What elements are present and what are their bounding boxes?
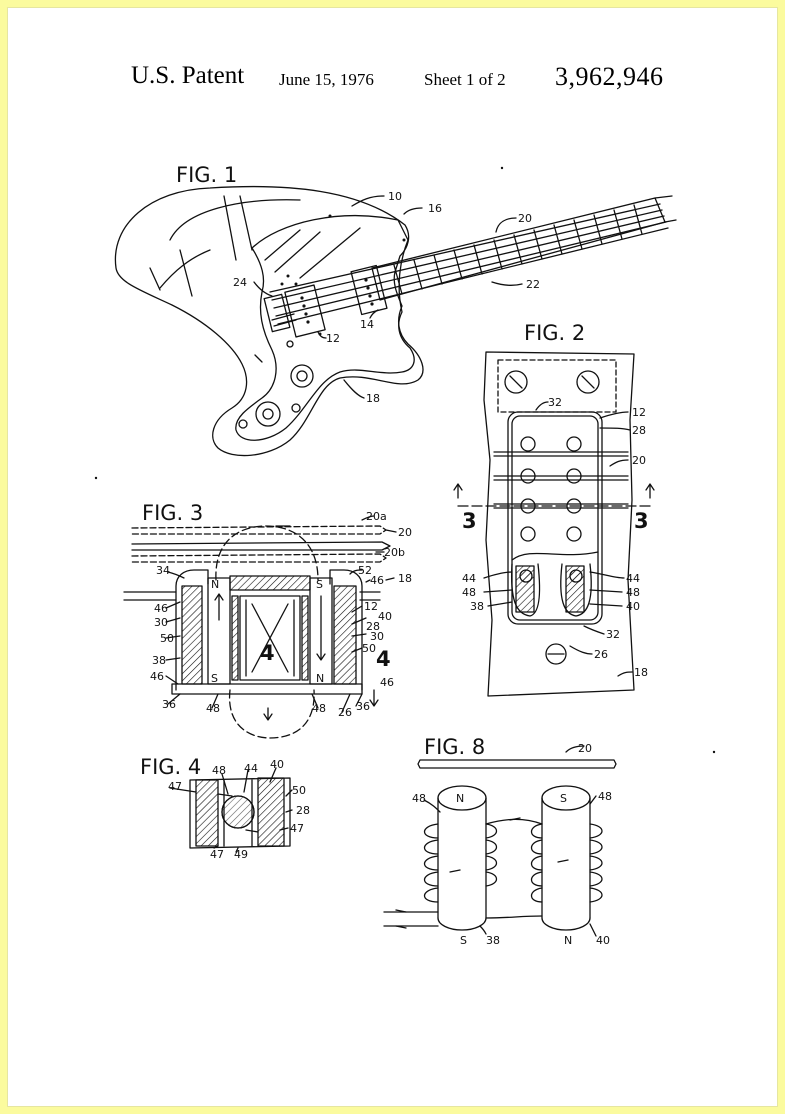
reference-numeral: 46 (370, 574, 384, 587)
reference-numeral: 34 (156, 564, 170, 577)
reference-numeral: 28 (366, 620, 380, 633)
fig4-detail: FIG. 4 48 44 40 47 50 28 47 47 49 (140, 755, 310, 861)
reference-numeral: 16 (428, 202, 442, 215)
reference-numeral: 30 (370, 630, 384, 643)
reference-numeral: 48 (412, 792, 426, 805)
reference-numeral: 4 (260, 641, 275, 665)
reference-numeral: 50 (292, 784, 306, 797)
reference-numeral: 26 (338, 706, 352, 719)
reference-numeral: 40 (378, 610, 392, 623)
reference-numeral: S (316, 578, 323, 591)
patent-title: U.S. Patent (131, 62, 245, 89)
reference-numeral: 38 (486, 934, 500, 947)
reference-numeral: 18 (366, 392, 380, 405)
reference-numeral: 18 (398, 572, 412, 585)
reference-numeral: 20 (518, 212, 532, 225)
patent-header: U.S. Patent June 15, 1976 Sheet 1 of 2 3… (0, 60, 785, 100)
fig2-label: FIG. 2 (524, 321, 585, 345)
reference-numeral: 48 (626, 586, 640, 599)
fig1-guitar: FIG. 1 (114, 163, 677, 457)
reference-numeral: 40 (626, 600, 640, 613)
reference-numeral: 36 (356, 700, 370, 713)
reference-numeral: 32 (548, 396, 562, 409)
reference-numeral: 28 (632, 424, 646, 437)
fig3-section: FIG. 3 N S S N (123, 501, 412, 739)
reference-numeral: 48 (462, 586, 476, 599)
reference-numeral: 3 (634, 509, 649, 533)
reference-numeral: 32 (606, 628, 620, 641)
reference-numeral: 48 (206, 702, 220, 715)
reference-numeral: N (211, 578, 219, 591)
reference-numeral: 20 (578, 742, 592, 755)
reference-numeral: 26 (594, 648, 608, 661)
reference-numeral: 47 (168, 780, 182, 793)
reference-numeral: 20 (632, 454, 646, 467)
reference-numeral: 20b (384, 546, 405, 559)
reference-numeral: 40 (270, 758, 284, 771)
reference-numeral: N (456, 792, 464, 805)
reference-numeral: 4 (376, 647, 391, 671)
reference-numeral: S (211, 672, 218, 685)
reference-numeral: 40 (596, 934, 610, 947)
reference-numeral: 36 (162, 698, 176, 711)
reference-numeral: 49 (234, 848, 248, 861)
reference-numeral: 44 (626, 572, 640, 585)
reference-numeral: 48 (212, 764, 226, 777)
reference-numeral: 38 (470, 600, 484, 613)
reference-numeral: 22 (526, 278, 540, 291)
patent-number: 3,962,946 (555, 62, 664, 91)
reference-numeral: 12 (364, 600, 378, 613)
fig4-label: FIG. 4 (140, 755, 201, 779)
reference-numeral: 28 (296, 804, 310, 817)
sheet-indicator: Sheet 1 of 2 (424, 70, 506, 89)
reference-numeral: N (316, 672, 324, 685)
reference-numeral: S (460, 934, 467, 947)
fig8-coils: FIG. 8 20 N S 48 48 (383, 735, 617, 947)
reference-numeral: 46 (150, 670, 164, 683)
fig1-label: FIG. 1 (176, 163, 237, 187)
fig3-label: FIG. 3 (142, 501, 203, 525)
reference-numeral: 47 (290, 822, 304, 835)
reference-numeral: 38 (152, 654, 166, 667)
reference-numeral: 46 (154, 602, 168, 615)
reference-numeral: 20 (398, 526, 412, 539)
reference-numeral: 30 (154, 616, 168, 629)
reference-numeral: N (564, 934, 572, 947)
reference-numeral: 18 (634, 666, 648, 679)
reference-numeral: 10 (388, 190, 402, 203)
reference-numeral: 48 (312, 702, 326, 715)
reference-numeral: 50 (362, 642, 376, 655)
reference-numeral: 50 (160, 632, 174, 645)
reference-numeral: S (560, 792, 567, 805)
reference-numeral: 47 (210, 848, 224, 861)
reference-numeral: 48 (598, 790, 612, 803)
reference-numeral: 46 (380, 676, 394, 689)
reference-numeral: 52 (358, 564, 372, 577)
reference-numeral: 12 (632, 406, 646, 419)
reference-numeral: 20a (366, 510, 387, 523)
reference-numeral: 44 (244, 762, 258, 775)
reference-numeral: 14 (360, 318, 374, 331)
fig2-pickup-top: FIG. 2 (453, 321, 655, 697)
patent-date: June 15, 1976 (279, 70, 374, 89)
reference-numeral: 44 (462, 572, 476, 585)
patent-sheet (7, 7, 778, 1107)
reference-numeral: 3 (462, 509, 477, 533)
reference-numeral: 12 (326, 332, 340, 345)
reference-numeral: 24 (233, 276, 247, 289)
fig8-label: FIG. 8 (424, 735, 485, 759)
